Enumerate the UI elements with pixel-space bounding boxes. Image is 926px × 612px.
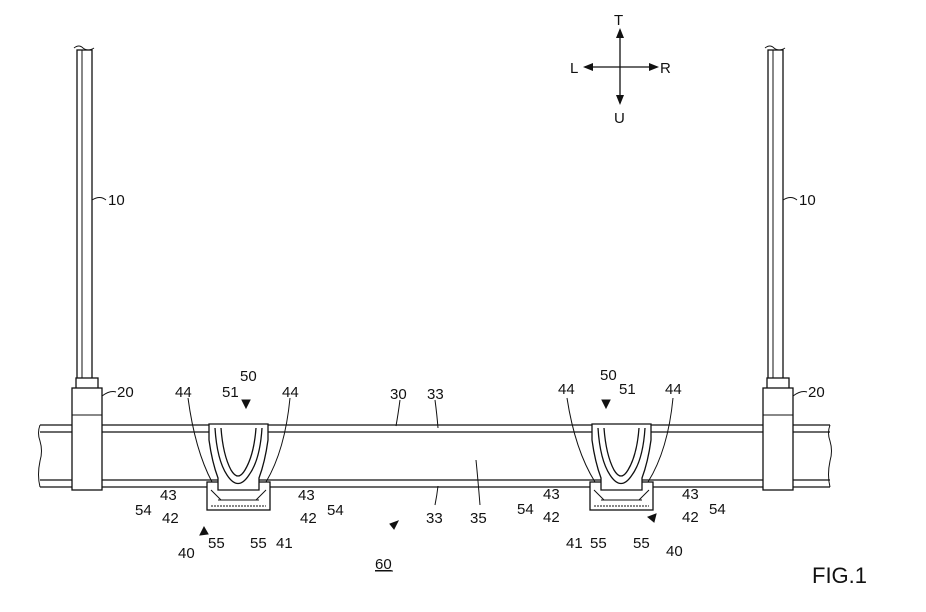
label-bracket: 50 bbox=[240, 368, 257, 385]
label-seal: 54 bbox=[709, 501, 726, 518]
label-arm: 44 bbox=[558, 381, 575, 398]
clamp-left bbox=[72, 378, 102, 490]
label-rail-top-edge: 33 bbox=[427, 386, 444, 403]
label-arm: 44 bbox=[282, 384, 299, 401]
compass-left: L bbox=[570, 60, 578, 77]
figure-label: FIG.1 bbox=[812, 563, 867, 588]
label-seal: 54 bbox=[327, 502, 344, 519]
label-base: 41 bbox=[566, 535, 583, 552]
bracket-right bbox=[590, 424, 653, 510]
label-clamp-left: 20 bbox=[117, 384, 134, 401]
label-seal: 54 bbox=[517, 501, 534, 518]
label-seal: 54 bbox=[135, 502, 152, 519]
bracket-left bbox=[207, 424, 270, 510]
label-rail-body: 35 bbox=[470, 510, 487, 527]
label-rail: 30 bbox=[390, 386, 407, 403]
label-holder: 40 bbox=[666, 543, 683, 560]
label-holder: 40 bbox=[178, 545, 195, 562]
label-lip: 43 bbox=[160, 487, 177, 504]
label-post-left: 10 bbox=[108, 192, 125, 209]
label-foot: 55 bbox=[250, 535, 267, 552]
label-clamp-right: 20 bbox=[808, 384, 825, 401]
label-arm: 44 bbox=[665, 381, 682, 398]
label-wall: 42 bbox=[682, 509, 699, 526]
label-wall: 42 bbox=[300, 510, 317, 527]
compass-right: R bbox=[660, 60, 671, 77]
label-bracket-body: 51 bbox=[222, 384, 239, 401]
label-lip: 43 bbox=[298, 487, 315, 504]
rail bbox=[39, 425, 832, 487]
compass-top: T bbox=[614, 12, 623, 29]
label-foot: 55 bbox=[633, 535, 650, 552]
label-base: 41 bbox=[276, 535, 293, 552]
label-bracket-body: 51 bbox=[619, 381, 636, 398]
label-lip: 43 bbox=[682, 486, 699, 503]
label-post-right: 10 bbox=[799, 192, 816, 209]
post-left bbox=[74, 46, 94, 380]
compass-bottom: U bbox=[614, 110, 625, 127]
direction-compass: T L R U bbox=[570, 12, 671, 127]
label-wall: 42 bbox=[543, 509, 560, 526]
label-rail-bottom-edge: 33 bbox=[426, 510, 443, 527]
label-arm: 44 bbox=[175, 384, 192, 401]
label-lip: 43 bbox=[543, 486, 560, 503]
label-foot: 55 bbox=[590, 535, 607, 552]
label-wall: 42 bbox=[162, 510, 179, 527]
label-foot: 55 bbox=[208, 535, 225, 552]
clamp-right bbox=[763, 378, 793, 490]
post-right bbox=[765, 46, 785, 380]
label-bracket: 50 bbox=[600, 367, 617, 384]
leader-lines bbox=[92, 198, 807, 536]
assembly-label: 60 bbox=[375, 556, 392, 573]
